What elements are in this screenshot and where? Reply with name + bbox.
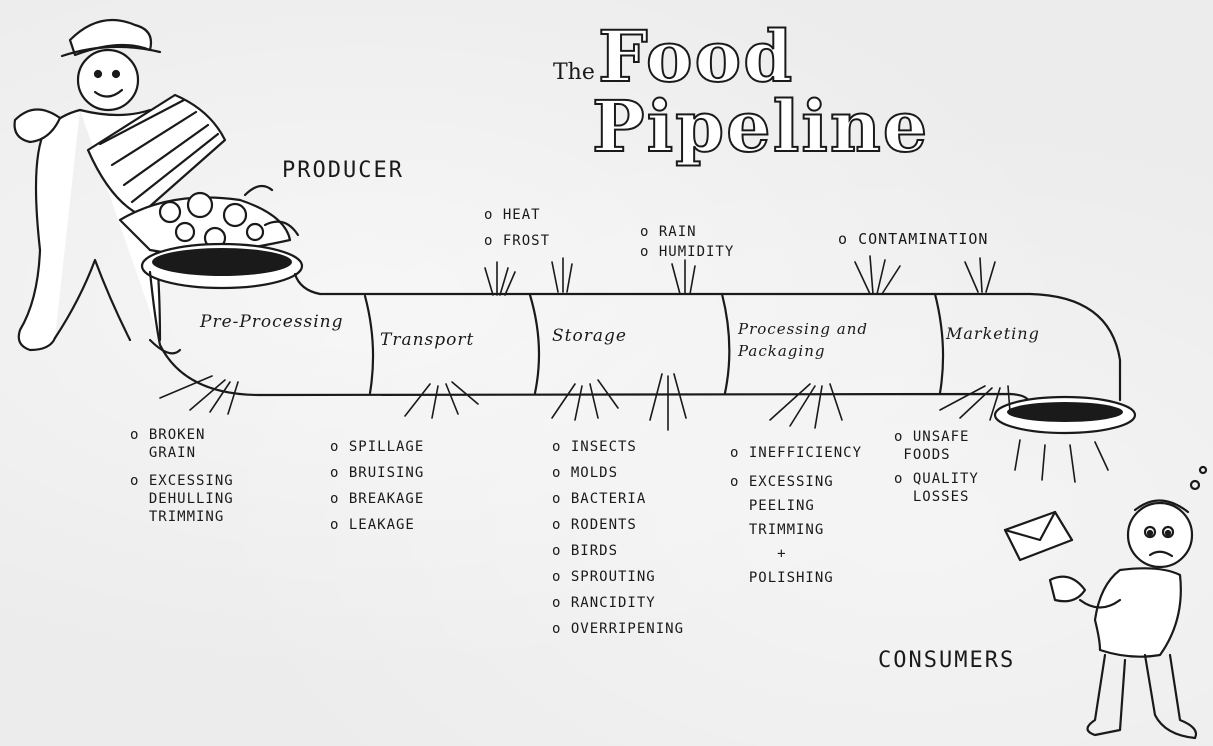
losses-transport: Spillage Bruising Breakage Leakage xyxy=(330,434,424,538)
stage-transport: Transport xyxy=(380,330,475,350)
loss-item: Spillage xyxy=(330,434,424,460)
consumer-figure xyxy=(1048,465,1208,740)
list-heat-frost: Heat Frost xyxy=(484,202,550,254)
top-hazard-arrows xyxy=(484,255,996,296)
losses-marketing: Unsafe Foods Quality Losses xyxy=(894,428,979,506)
losses-storage: Insects Molds Bacteria Rodents Birds Spr… xyxy=(552,434,684,642)
food-package xyxy=(1003,510,1074,562)
stage-pre-processing: Pre-Processing xyxy=(200,312,344,332)
stage-marketing: Marketing xyxy=(946,324,1040,343)
loss-item: Breakage xyxy=(330,486,424,512)
pouring-streams xyxy=(1014,439,1109,483)
input-funnel xyxy=(140,242,322,397)
loss-item: Excessing Peeling Trimming + Polishing xyxy=(730,470,862,590)
title-prefix: The xyxy=(553,60,595,85)
list-rain-humidity: Rain Humidity xyxy=(640,222,734,262)
loss-item: Molds xyxy=(552,460,684,486)
loss-item: Overripening xyxy=(552,616,684,642)
factor-frost: Frost xyxy=(484,228,550,254)
losses-pre-processing: Broken Grain Excessing Dehulling Trimmin… xyxy=(130,426,234,526)
loss-item: Bruising xyxy=(330,460,424,486)
loss-item: Bacteria xyxy=(552,486,684,512)
factor-contamination: Contamination xyxy=(838,226,988,252)
stage-processing-packaging: Processing and Packaging xyxy=(738,320,869,360)
factor-heat: Heat xyxy=(484,202,550,228)
loss-item: Leakage xyxy=(330,512,424,538)
factor-humidity: Humidity xyxy=(640,242,734,262)
loss-item: Broken Grain xyxy=(130,426,234,462)
list-contamination: Contamination xyxy=(838,226,988,252)
loss-item: Birds xyxy=(552,538,684,564)
loss-item: Quality Losses xyxy=(894,470,979,506)
producer-label: Producer xyxy=(282,158,404,183)
loss-item: Unsafe Foods xyxy=(894,428,979,464)
losses-processing: Inefficiency Excessing Peeling Trimming … xyxy=(730,440,862,590)
loss-item: Sprouting xyxy=(552,564,684,590)
factor-rain: Rain xyxy=(640,222,734,242)
bottom-loss-arrows xyxy=(159,373,1011,431)
loss-item: Rodents xyxy=(552,512,684,538)
title-pipeline: Pipeline xyxy=(591,85,930,168)
food-basket xyxy=(86,93,300,255)
loss-item: Rancidity xyxy=(552,590,684,616)
pipe xyxy=(258,292,1137,435)
loss-item: Inefficiency xyxy=(730,440,862,466)
title-food: Food xyxy=(597,15,795,98)
loss-item: Excessing Dehulling Trimming xyxy=(130,472,234,526)
stage-storage: Storage xyxy=(552,326,627,346)
consumers-label: Consumers xyxy=(878,648,1016,673)
loss-item: Insects xyxy=(552,434,684,460)
